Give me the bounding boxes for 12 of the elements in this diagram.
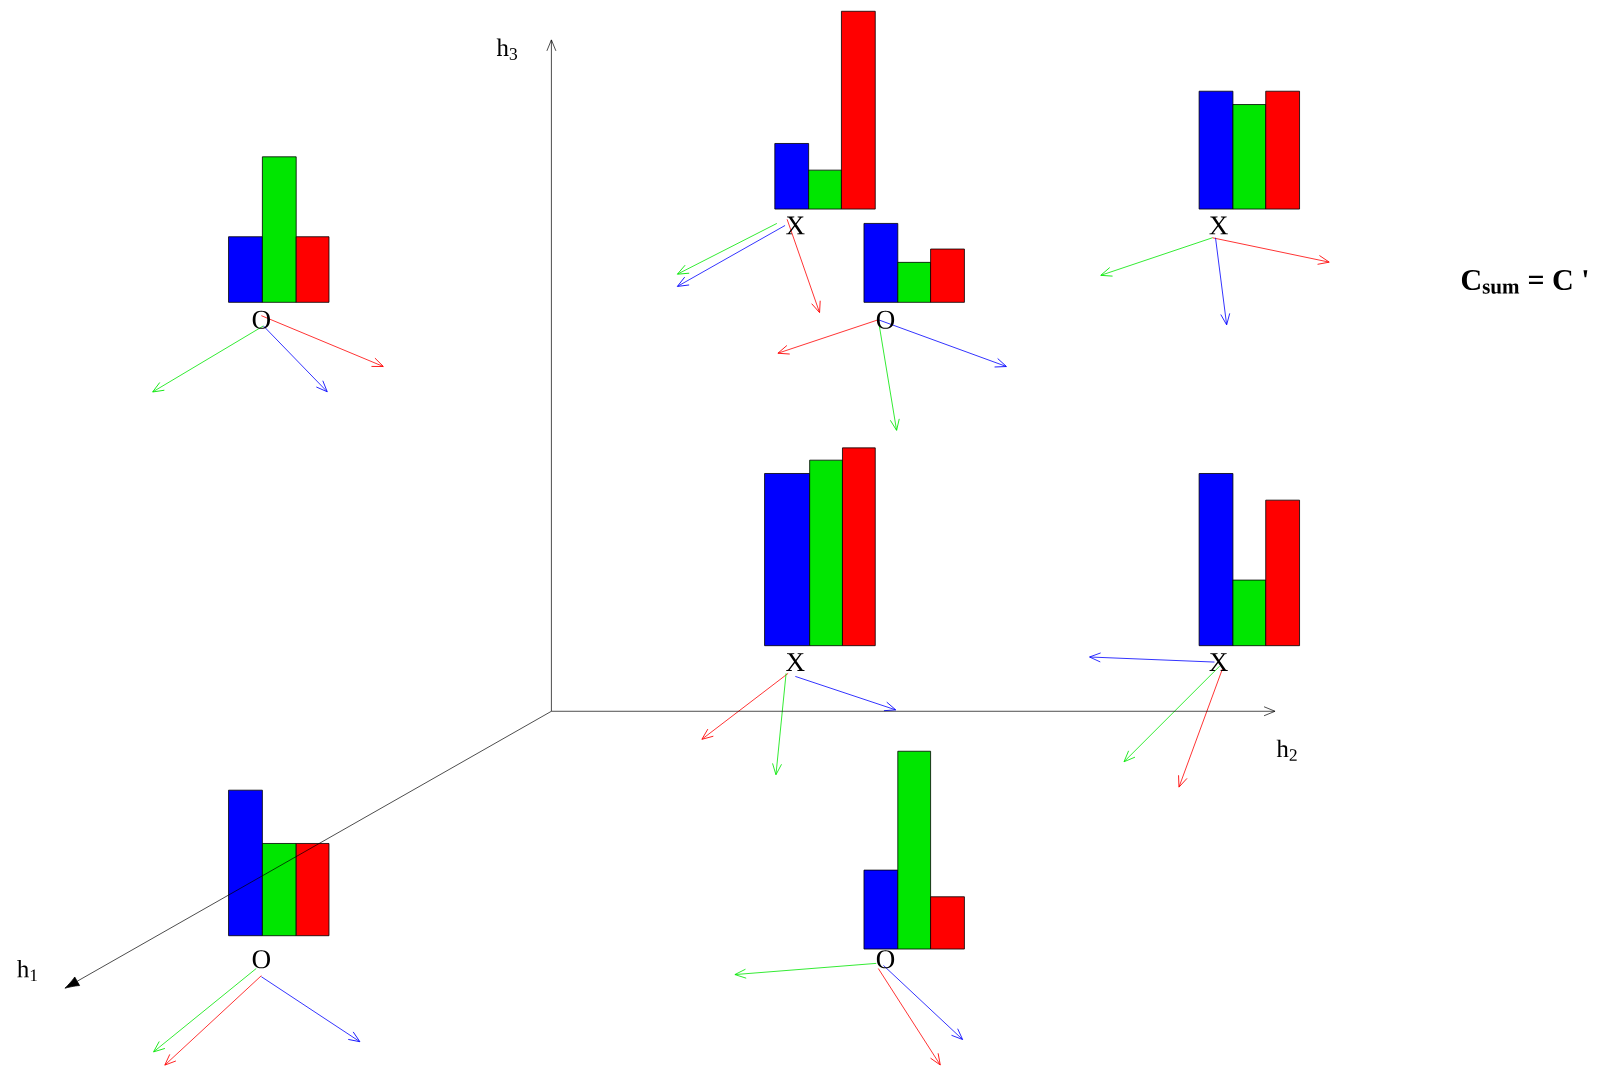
point-label: X: [786, 216, 805, 235]
axis-label: h$_{2}$: [1276, 739, 1297, 761]
point-label: X: [786, 653, 805, 671]
formula: C$_{sum}$ = C ': [1461, 269, 1588, 294]
point-label: O: [252, 310, 270, 329]
axis-label: h$_{1}$: [17, 959, 37, 981]
point-label: O: [876, 950, 895, 969]
point-label: X: [1209, 653, 1228, 671]
point-label: X: [1209, 216, 1228, 235]
point-label: O: [876, 310, 895, 329]
point-label: O: [252, 950, 270, 969]
axis-label: h$_{3}$: [496, 38, 517, 60]
